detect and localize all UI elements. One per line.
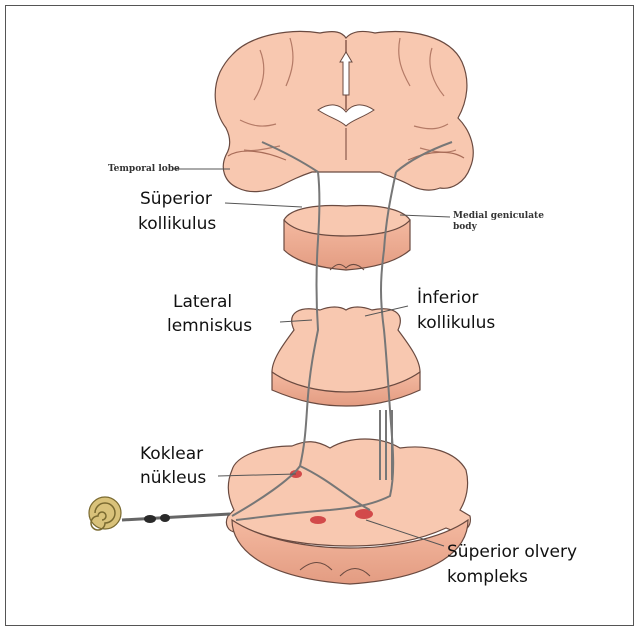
temporal-lobe-label: Temporal lobe [108,164,180,174]
medulla-slab [226,439,470,584]
lateral-lemniscus-label-line1: Lateral [173,291,232,313]
inferior-colliculus-label-line1: İnferior [417,287,478,309]
lateral-lemniscus-label-line2: lemniskus [167,315,252,337]
superior-olive-label-line2: kompleks [447,566,528,588]
medial-geniculate-label-line2: body [453,222,477,232]
midbrain-upper-slab [284,206,410,270]
cerebrum-section [215,31,473,191]
superior-colliculus-label-line2: kollikulus [138,213,216,235]
cochlear-nucleus-label-line1: Koklear [140,443,203,465]
superior-colliculus-label-line1: Süperior [140,188,212,210]
medial-geniculate-label-line1: Medial geniculate [453,211,544,221]
superior-olive-label-line1: Süperior olvery [447,541,577,563]
inferior-colliculus-label-line2: kollikulus [417,312,495,334]
midbrain-lower-slab [272,307,420,406]
cochlea [89,497,230,530]
cochlear-nucleus-label-line2: nükleus [140,467,206,489]
